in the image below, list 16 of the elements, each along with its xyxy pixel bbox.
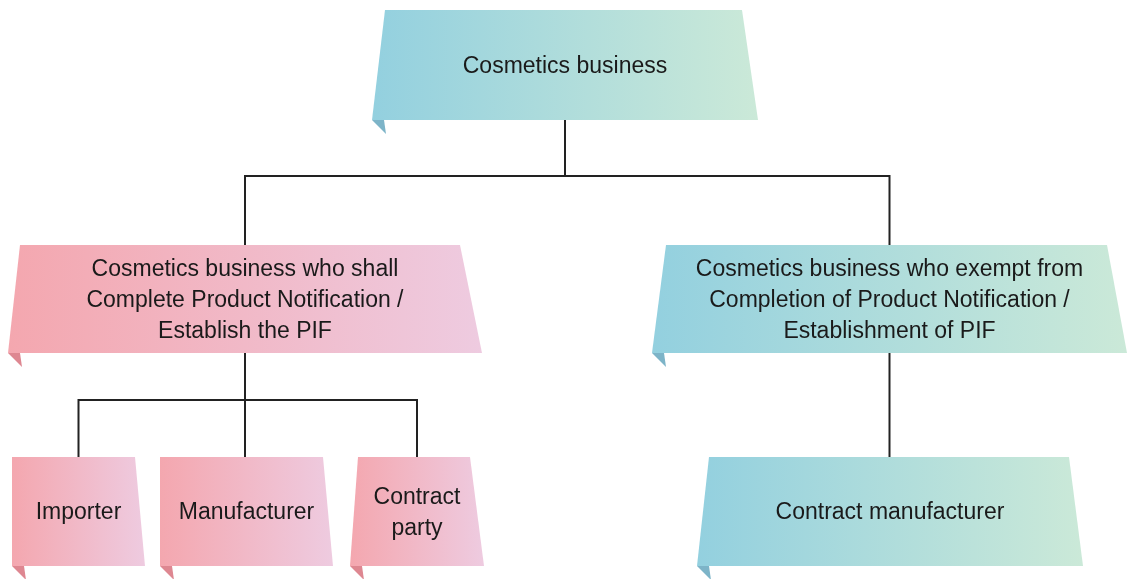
node-label: Contract manufacturer [774, 497, 1006, 526]
node-label: Importer [34, 497, 123, 526]
banner-shape [350, 457, 484, 579]
banner-shape [652, 245, 1127, 367]
node-label: Cosmetics business who exempt from Completion of Product Notification / Establishment of PIF [694, 253, 1085, 345]
connector-line [244, 352, 418, 458]
node-label: Cosmetics business who shall Complete Product Notification / Establish the PIF [85, 253, 405, 345]
connector-line [888, 352, 891, 458]
banner-shape [160, 457, 333, 579]
node-label: Contract party [372, 481, 462, 542]
node-label: Cosmetics business [461, 50, 669, 80]
banner-shape [12, 457, 145, 579]
banner-shape [8, 245, 482, 367]
banner-shape [372, 10, 758, 134]
banner-shape [697, 457, 1083, 579]
node-label: Manufacturer [177, 497, 316, 526]
